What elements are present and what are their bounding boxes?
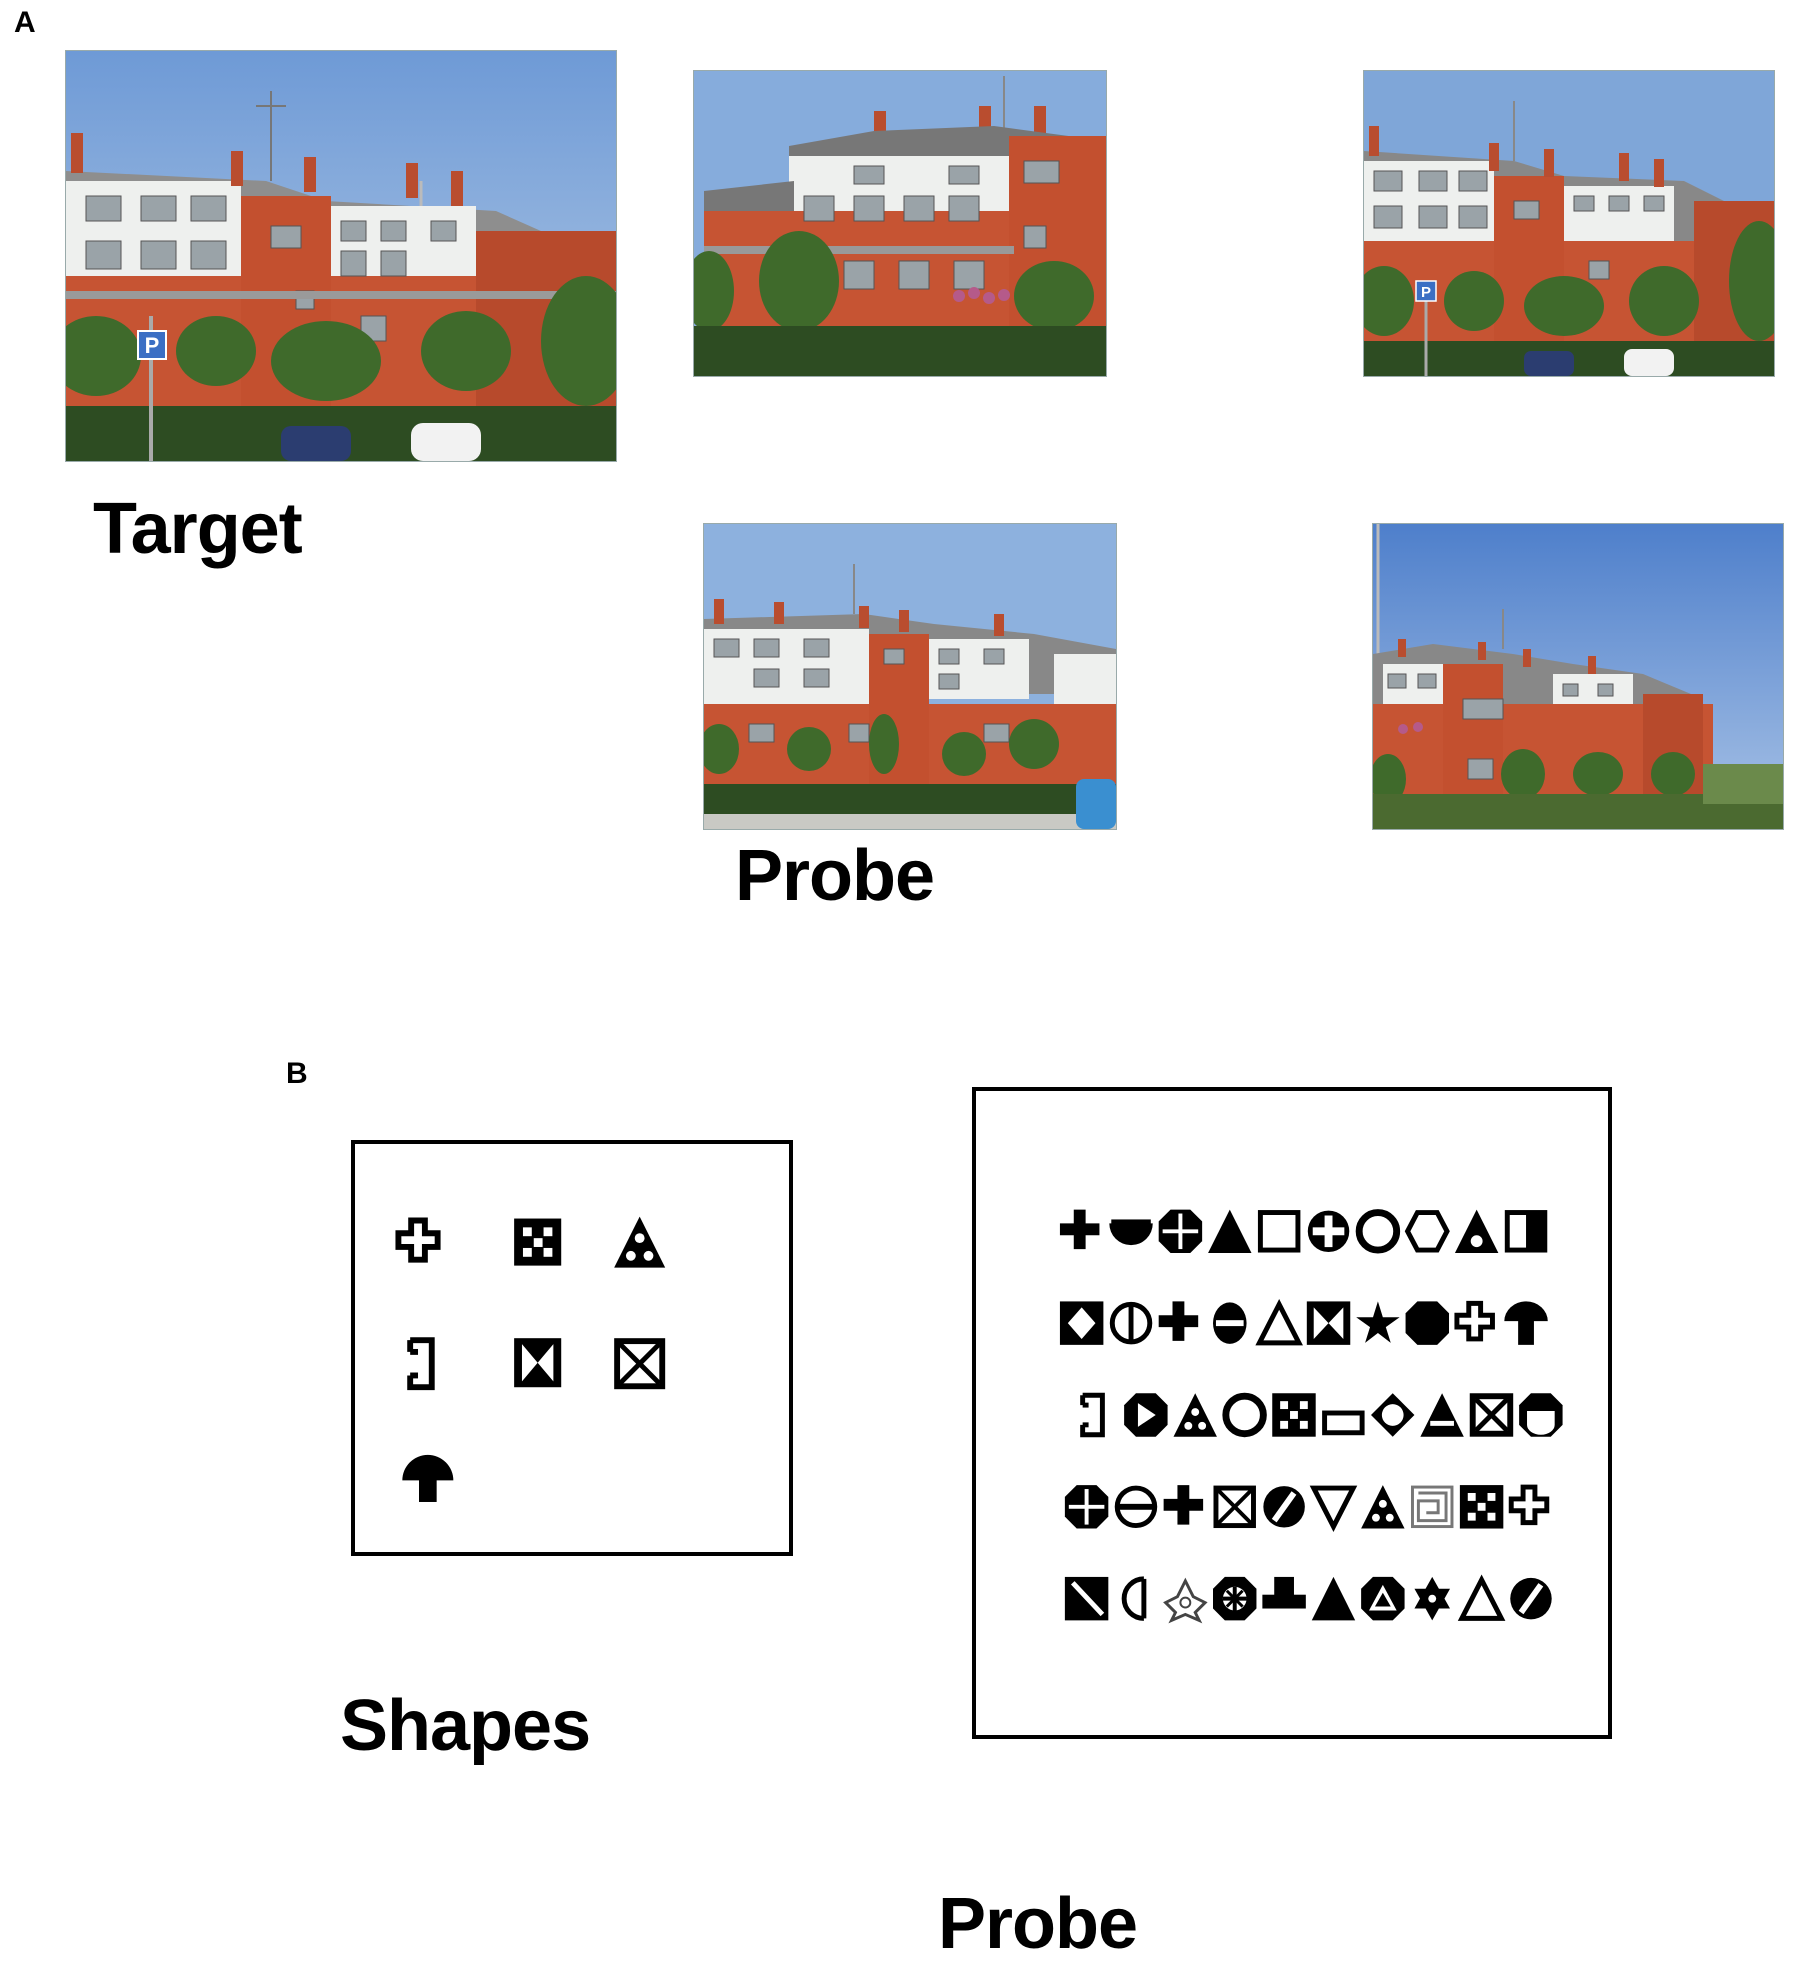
hourglass-square-icon — [1306, 1301, 1351, 1345]
split-octagon-icon — [1156, 1207, 1205, 1256]
dotted-triangle-icon — [614, 1216, 666, 1268]
target-label: Target — [93, 489, 303, 569]
half-rect-icon — [1507, 1213, 1545, 1251]
building-photo-icon — [704, 524, 1116, 829]
ornament-icon — [1164, 1579, 1207, 1622]
half-circle-icon — [1124, 1579, 1144, 1619]
panel-b-letter: B — [286, 1057, 308, 1090]
maze-square-icon — [1410, 1485, 1454, 1529]
wheel-icon — [1211, 1574, 1259, 1623]
mushroom-icon — [402, 1454, 454, 1502]
triangle-outline-icon — [1462, 1580, 1502, 1619]
mushroom-icon — [1504, 1301, 1548, 1345]
cross-outline-icon — [1457, 1303, 1493, 1339]
dice-square-icon — [1272, 1393, 1316, 1437]
triangle-down-icon — [1314, 1488, 1354, 1527]
star-icon — [1356, 1301, 1400, 1343]
slash-square-icon — [1065, 1577, 1108, 1620]
cross-outline-icon — [1511, 1487, 1547, 1523]
square-outline-icon — [1260, 1213, 1298, 1251]
cross-solid-icon — [1059, 1209, 1100, 1250]
circle-ring-icon — [1226, 1396, 1264, 1434]
circle-bar-icon — [1213, 1302, 1247, 1344]
probe-label-b: Probe — [938, 1884, 1138, 1964]
hexagram-icon — [1414, 1576, 1450, 1621]
circle-cross-icon — [1307, 1210, 1350, 1253]
shapes-box — [351, 1140, 793, 1556]
triangle-ring-icon — [1454, 1209, 1499, 1254]
probe-glyphs — [1059, 1207, 1563, 1735]
x-box-solid-icon — [1470, 1393, 1513, 1436]
probe-box — [972, 1087, 1612, 1739]
diamond-ring-icon — [1371, 1393, 1415, 1437]
triangle-solid-icon — [1208, 1209, 1252, 1254]
play-octagon-icon — [1124, 1393, 1168, 1437]
panel-a-letter: A — [14, 6, 36, 39]
hexagon-outline-icon — [1408, 1213, 1448, 1251]
triangle-bar-icon — [1420, 1393, 1464, 1437]
circle-minus-icon — [1117, 1488, 1155, 1526]
cross-solid-icon — [1158, 1301, 1199, 1341]
building-photo-icon — [1373, 524, 1783, 829]
building-photo-icon: P — [66, 51, 616, 461]
diamond-square-icon — [1059, 1301, 1104, 1345]
shapes-glyphs — [395, 1216, 666, 1502]
probe-photo-2: P — [1363, 70, 1775, 377]
bracket-rect-icon — [1083, 1395, 1103, 1435]
probe-photo-4 — [1372, 523, 1784, 830]
circle-line-icon — [1112, 1304, 1150, 1342]
probe-photo-1 — [693, 70, 1107, 377]
circle-slash-icon — [1510, 1578, 1551, 1619]
dice-square-icon — [514, 1218, 562, 1266]
cross-outline-icon — [395, 1217, 441, 1263]
probe-photo-3 — [703, 523, 1117, 830]
dotted-triangle-icon — [1361, 1485, 1405, 1529]
x-box-icon — [1216, 1488, 1254, 1526]
x-box-icon — [614, 1338, 666, 1390]
circle-ring-icon — [1359, 1213, 1397, 1251]
shapes-label: Shapes — [340, 1686, 591, 1766]
bracket-rect-icon — [407, 1337, 435, 1391]
split-octagon-icon — [1062, 1483, 1111, 1531]
octagon-solid-icon — [1405, 1301, 1450, 1345]
flat-rect-icon — [1325, 1413, 1363, 1433]
triangle-outline-icon — [1259, 1304, 1299, 1343]
probe-label-a: Probe — [735, 836, 935, 916]
bowl-icon — [1109, 1219, 1153, 1246]
cross-solid-icon — [1163, 1485, 1204, 1525]
triangle-solid-icon — [1311, 1576, 1356, 1621]
parking-sign: P — [1421, 284, 1431, 301]
parking-sign: P — [145, 333, 160, 358]
circle-triangle-icon — [1361, 1576, 1405, 1621]
dice-square-icon — [1459, 1485, 1504, 1529]
target-photo: P — [65, 50, 617, 462]
hourglass-square-icon — [514, 1338, 562, 1388]
hat-icon — [1262, 1576, 1306, 1609]
building-photo-icon: P — [1364, 71, 1774, 376]
circle-half-icon — [1519, 1393, 1563, 1437]
circle-slash-icon — [1263, 1486, 1304, 1527]
building-photo-icon — [694, 71, 1106, 376]
dotted-triangle-icon — [1173, 1393, 1217, 1437]
